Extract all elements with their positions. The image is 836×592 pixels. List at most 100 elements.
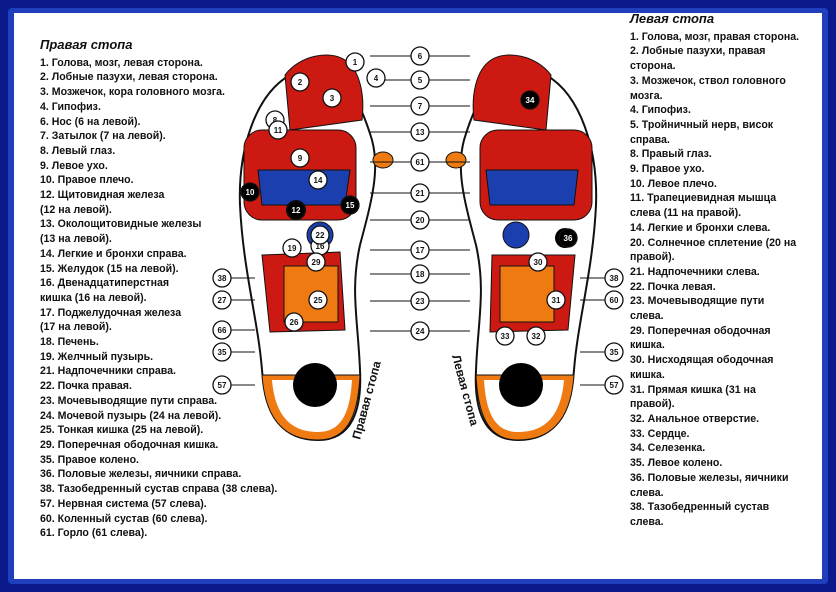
- callout-circle: [282, 238, 302, 258]
- callout-number: 5: [418, 76, 423, 85]
- legend-item: 17. Поджелудочная железа: [40, 306, 182, 319]
- callout-1: 1: [345, 52, 365, 72]
- legend-item: 21. Надпочечники слева.: [630, 265, 760, 278]
- callout-18: 18: [410, 264, 430, 284]
- callout-number: 16: [316, 242, 325, 251]
- callout-circle: [410, 70, 430, 90]
- callout-10: 10: [240, 182, 260, 202]
- legend-item: 14. Легкие и бронхи справа.: [40, 247, 187, 260]
- legend-item: 10. Левое плечо.: [630, 177, 717, 190]
- callout-26: 26: [284, 312, 304, 332]
- callout-12: 12: [286, 200, 306, 220]
- callout-2: 2: [290, 72, 310, 92]
- legend-item: 3. Мозжечок, кора головного мозга.: [40, 86, 225, 99]
- callout-32: 32: [526, 326, 546, 346]
- callout-number: 21: [416, 189, 425, 198]
- legend-item: 36. Половые железы, яичники слева.: [630, 471, 789, 499]
- legend-item: 22. Почка левая.: [630, 280, 716, 293]
- callout-21: 21: [410, 183, 430, 203]
- callout-9: 9: [290, 148, 310, 168]
- callout-circle: [290, 148, 310, 168]
- legend-item: 1. Голова, мозг, правая сторона.: [630, 30, 800, 43]
- callout-number: 8: [273, 116, 278, 125]
- legend-item: 2. Лобные пазухи, правая сторона.: [630, 45, 766, 73]
- callout-circle: [212, 268, 232, 288]
- legend-item: 12. Щитовидная железа: [40, 189, 165, 202]
- legend-item: 25. Тонкая кишка (25 на левой).: [40, 424, 204, 437]
- callout-number: 14: [314, 176, 323, 185]
- left-foot-legend-list: 1. Голова, мозг, правая сторона. 2. Лобны…: [630, 30, 800, 530]
- callout-circle: [604, 268, 624, 288]
- legend-item: 14. Легкие и бронхи слева.: [630, 221, 771, 234]
- callout-36: 36: [558, 228, 578, 248]
- callout-circle: [212, 375, 232, 395]
- callout-number: 19: [288, 244, 297, 253]
- left-intestine-zone: [499, 265, 555, 323]
- callout-circle: [520, 90, 540, 110]
- callout-34: 34: [520, 90, 540, 110]
- callout-35: 35: [212, 342, 232, 362]
- callout-number: 57: [610, 381, 619, 390]
- callout-number: 24: [416, 327, 425, 336]
- callout-circle: [604, 290, 624, 310]
- callout-circle: [286, 200, 306, 220]
- callout-number: 1: [353, 58, 358, 67]
- callout-number: 10: [246, 188, 255, 197]
- callout-number: 13: [416, 128, 425, 137]
- callout-circle: [212, 342, 232, 362]
- callout-number: 31: [552, 296, 561, 305]
- callout-31: 31: [546, 290, 566, 310]
- callout-circle: [345, 52, 365, 72]
- callout-57: 57: [604, 375, 624, 395]
- legend-item: 4. Гипофиз.: [40, 100, 101, 113]
- legend-item: 4. Гипофиз.: [630, 104, 691, 117]
- right-foot-legend-title: Правая стопа: [40, 37, 133, 52]
- callout-circle: [410, 240, 430, 260]
- callout-15: 15: [340, 195, 360, 215]
- callout-circle: [284, 312, 304, 332]
- callout-number: 3: [330, 94, 335, 103]
- callout-circle: [528, 252, 548, 272]
- callout-38: 38: [212, 268, 232, 288]
- callout-circle: [410, 291, 430, 311]
- legend-item: 7. Затылок (7 на левой).: [40, 130, 166, 143]
- callout-circle: [410, 183, 430, 203]
- callout-24: 24: [410, 321, 430, 341]
- callout-number: 66: [218, 326, 227, 335]
- callout-circle: [290, 72, 310, 92]
- callout-number: 2: [298, 78, 303, 87]
- callout-number: 35: [218, 348, 227, 357]
- legend-item: (17 на левой).: [40, 321, 112, 334]
- callout-33: 33: [495, 326, 515, 346]
- callout-number: 12: [292, 206, 301, 215]
- callout-circle: [308, 170, 328, 190]
- callout-23: 23: [410, 291, 430, 311]
- callout-circle: [604, 375, 624, 395]
- legend-item: 8. Левый глаз.: [40, 144, 116, 157]
- callout-circle: [604, 342, 624, 362]
- legend-item: 16. Двенадцатиперстная: [40, 277, 170, 290]
- legend-item: 57. Нервная система (57 слева).: [40, 497, 207, 510]
- legend-item: 20. Солнечное сплетение (20 на правой).: [630, 236, 797, 264]
- callout-circle: [240, 182, 260, 202]
- callout-14: 14: [308, 170, 328, 190]
- legend-item: кишка (16 на левой).: [40, 291, 147, 304]
- legend-item: 29. Поперечная ободочная кишка.: [40, 438, 219, 451]
- callout-circle: [558, 228, 578, 248]
- legend-item: 13. Околощитовидные железы: [40, 218, 202, 231]
- right-genital-zone: [293, 363, 337, 407]
- callout-circle: [495, 326, 515, 346]
- legend-item: 23. Мочевыводящие пути справа.: [40, 394, 218, 407]
- legend-item: 33. Сердце.: [630, 427, 690, 440]
- legend-item: 9. Левое ухо.: [40, 159, 108, 172]
- callout-66: 66: [212, 320, 232, 340]
- callout-3: 3: [322, 88, 342, 108]
- legend-item: 10. Правое плечо.: [40, 174, 134, 187]
- right-throat-zone: [372, 151, 394, 169]
- callout-circle: [410, 152, 430, 172]
- callout-number: 38: [218, 274, 227, 283]
- legend-item: 23. Мочевыводящие пути слева.: [630, 295, 765, 323]
- callout-number: 38: [610, 274, 619, 283]
- left-kidney-zone: [502, 221, 530, 249]
